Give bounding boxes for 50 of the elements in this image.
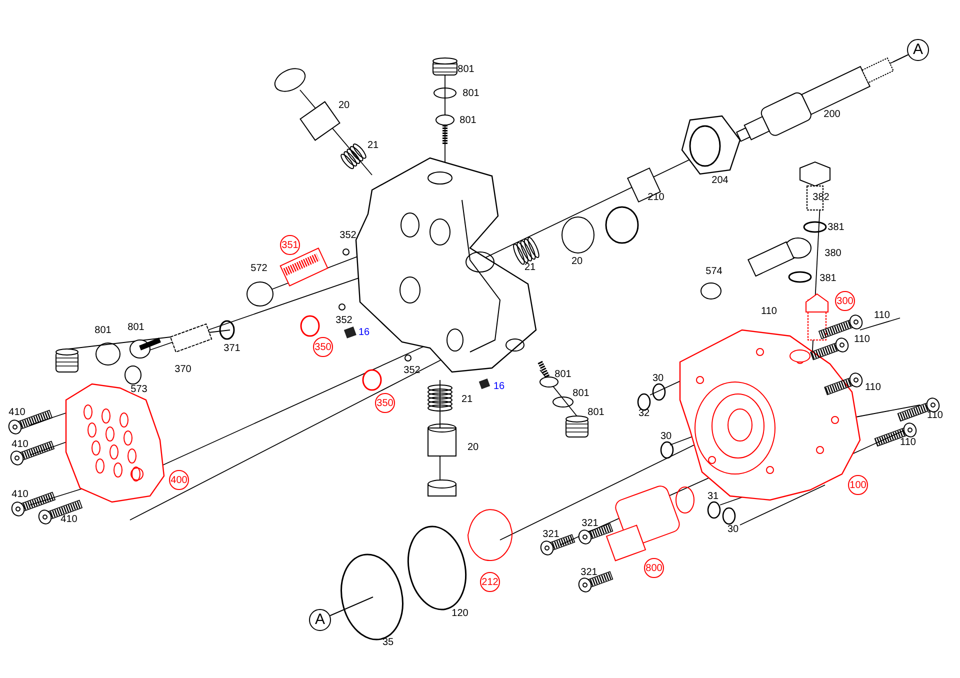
callout-number: 410 — [12, 440, 28, 450]
callout-number: 410 — [8, 408, 26, 418]
callout-number: 21 — [367, 141, 379, 151]
callout-number: 572 — [250, 264, 268, 274]
callout-number: 801 — [458, 65, 474, 75]
callout-number: 30 — [652, 374, 664, 384]
callout-number: 321 — [542, 530, 560, 540]
callout-number: 801 — [572, 389, 590, 399]
reference-line — [330, 596, 374, 616]
callout-number: 352 — [336, 316, 352, 326]
callout-number: 352 — [340, 231, 356, 241]
callout-number: 380 — [824, 249, 842, 259]
callout-number: 110 — [865, 383, 881, 393]
callout-number: 801 — [554, 370, 572, 380]
callout-number: 120 — [452, 609, 468, 619]
callout-number: 20 — [467, 443, 479, 453]
callout-number: 21 — [524, 263, 536, 273]
callout-number: 801 — [588, 408, 604, 418]
callout-number: 110 — [854, 335, 870, 345]
callout-number: 16 — [493, 382, 505, 392]
callout-number: 31 — [707, 492, 719, 502]
callout-number: 110 — [900, 438, 916, 448]
callout-number: 30 — [660, 432, 672, 442]
callout-number: 410 — [12, 490, 28, 500]
callout-number: 321 — [580, 568, 598, 578]
callout-number: 801 — [460, 116, 476, 126]
callout-number: 574 — [706, 267, 722, 277]
callout-number: 21 — [461, 395, 473, 405]
callout-number: 20 — [338, 101, 350, 111]
reference-line — [892, 54, 909, 62]
callout-number: 110 — [927, 411, 943, 421]
callout-number: 30 — [727, 525, 739, 535]
callout-number: 20 — [571, 257, 583, 267]
callout-number: 35 — [382, 638, 394, 648]
callout-number: 352 — [404, 366, 420, 376]
callout-number: 110 — [761, 307, 777, 317]
callout-number: 573 — [130, 385, 148, 395]
callout-number: 200 — [824, 110, 840, 120]
callout-number: 371 — [224, 344, 240, 354]
callout-number: 381 — [828, 223, 844, 233]
callout-number: 801 — [94, 326, 112, 336]
callout-number: 801 — [462, 89, 480, 99]
callout-number: 381 — [820, 274, 836, 284]
callout-number: 410 — [60, 515, 78, 525]
callout-number: 110 — [874, 311, 890, 321]
callout-number: 801 — [128, 323, 144, 333]
callout-number: 370 — [174, 365, 192, 375]
callout-number: 204 — [712, 176, 728, 186]
callout-number: 16 — [358, 328, 370, 338]
callout-number: 321 — [582, 519, 598, 529]
